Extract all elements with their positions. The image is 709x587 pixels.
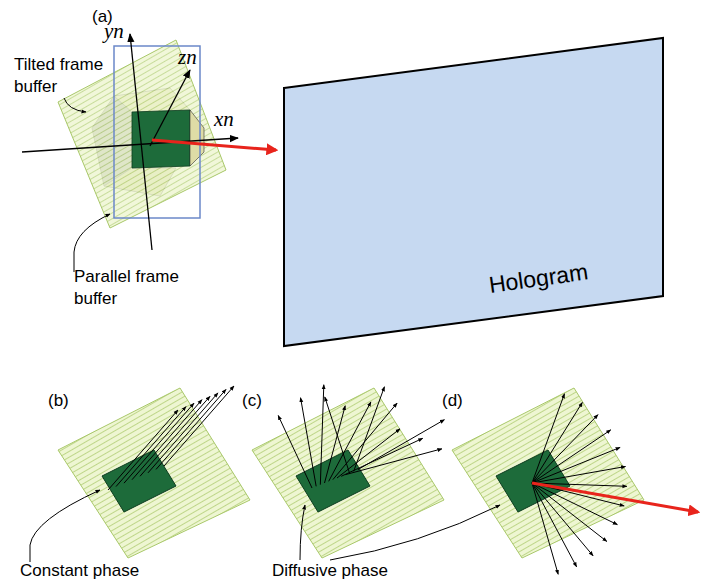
y-axis	[130, 34, 152, 250]
callout-label: Constant phase	[20, 560, 139, 582]
ray-arrow	[354, 387, 385, 472]
phase-panel	[452, 388, 698, 574]
callout-label: Tilted frame buffer	[14, 54, 124, 98]
frame-buffer-sheet	[452, 388, 644, 558]
axis-label: xn	[214, 108, 234, 130]
phase-panel	[252, 385, 444, 558]
leader-line	[300, 505, 305, 560]
ray-arrow	[532, 402, 582, 483]
z-axis	[150, 70, 190, 146]
propagation-arrow	[152, 140, 276, 150]
leader-line	[74, 214, 110, 272]
ray-arrow	[532, 447, 620, 483]
ray-arrow	[532, 483, 607, 541]
ray-arrow	[278, 415, 312, 488]
ray-arrow	[532, 483, 577, 567]
leader-line	[330, 505, 500, 560]
parallel-frame-buffer	[114, 46, 200, 218]
ray-arrow	[156, 389, 226, 469]
object-face	[296, 450, 370, 512]
ray-arrow	[164, 386, 234, 466]
ray-arrow	[325, 406, 346, 483]
ray-arrow	[345, 449, 442, 475]
ray-arrow	[325, 397, 350, 473]
ray-arrow	[358, 420, 445, 470]
leader-line	[30, 490, 100, 562]
ray-arrow	[132, 400, 202, 480]
panel-letter: (c)	[242, 390, 262, 412]
hologram-outline	[283, 36, 665, 348]
frame-buffer-sheet	[58, 388, 250, 558]
ray-arrow	[140, 396, 210, 476]
axis-label: zn	[178, 46, 197, 68]
ray-arrow	[532, 467, 626, 483]
phase-panel	[58, 386, 250, 558]
panel-letter: (d)	[442, 390, 463, 412]
ray-arrow	[320, 385, 323, 485]
axis-label: yn	[104, 20, 124, 42]
callout-label: Diffusive phase	[272, 560, 388, 582]
phase-panels	[58, 385, 698, 575]
leader-line	[64, 98, 86, 112]
hologram-plane: Hologram	[283, 36, 665, 348]
ray-arrow	[532, 483, 558, 574]
panel-letter: (b)	[48, 390, 69, 412]
prism-right	[190, 110, 204, 166]
hologram-panel	[284, 38, 663, 346]
ray-arrow	[301, 398, 317, 487]
ray-arrow	[532, 483, 593, 556]
callout-label: Parallel frame buffer	[74, 266, 194, 310]
propagation-arrow	[532, 483, 698, 512]
ray-arrow	[148, 393, 218, 473]
frame-buffer-sheet	[252, 388, 444, 558]
